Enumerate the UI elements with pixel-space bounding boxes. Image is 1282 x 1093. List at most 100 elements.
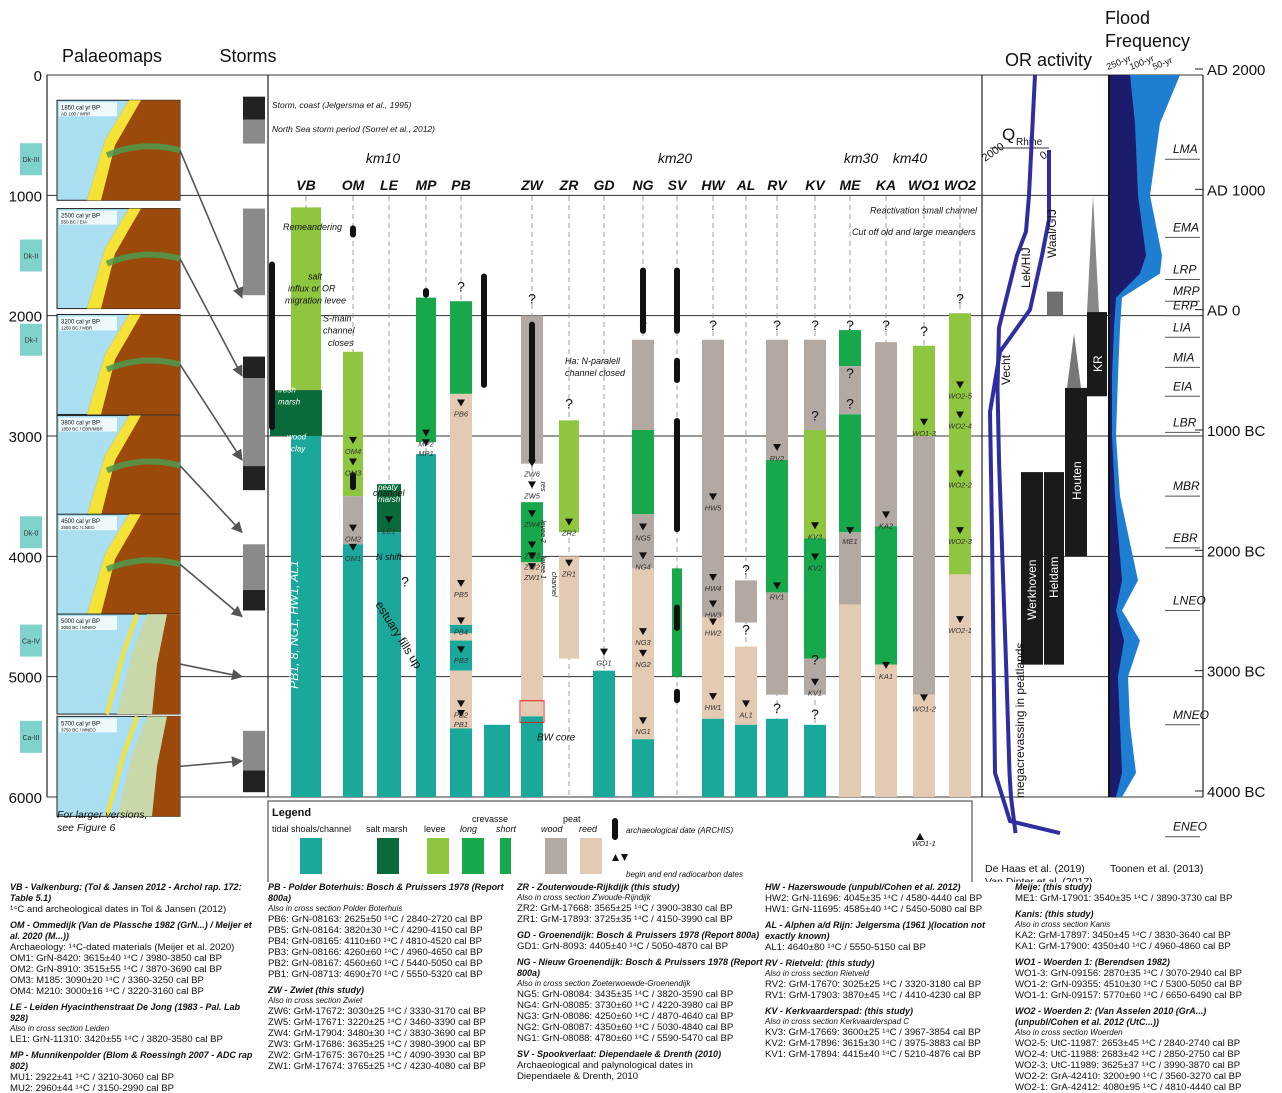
map-title: 2500 cal yr BP xyxy=(61,214,100,220)
werkhoven-bar xyxy=(1021,472,1043,665)
site-code: ZR xyxy=(559,177,580,193)
stage-label: Ca-III xyxy=(22,735,39,742)
annotation: wood xyxy=(287,433,307,442)
reference-title: ZW - Zwiet (this study) xyxy=(268,985,364,995)
flood-frequency-heading: Flood xyxy=(1105,8,1150,28)
strat-interval xyxy=(521,502,543,563)
annotation: res xyxy=(539,482,546,492)
sample-label: ZW6 xyxy=(523,470,541,479)
km-label: km20 xyxy=(658,150,692,166)
map-coastal-barrier xyxy=(105,613,139,715)
radiocarbon-date-marker xyxy=(457,617,465,625)
stage-box xyxy=(20,239,42,272)
site-code: KA xyxy=(876,177,896,193)
site-code: RV xyxy=(767,177,788,193)
reference-subtitle: Also in cross section Woerden xyxy=(1015,1028,1123,1037)
map-river-belt xyxy=(105,357,181,373)
reference-block: LE - Leiden Hyacinthenstraat De Jong (19… xyxy=(10,1002,260,1045)
archaeological-date-bar xyxy=(529,417,535,464)
sample-label: NG2 xyxy=(635,660,651,669)
site-code: ME xyxy=(840,177,862,193)
strat-interval xyxy=(702,616,724,719)
reference-line: KV3: GrM-17669: 3600±25 ¹⁴C / 3967-3854 … xyxy=(765,1027,981,1038)
radiocarbon-date-marker xyxy=(349,436,357,444)
question-mark: ? xyxy=(401,573,409,589)
reference-line: WO1-3: GrN-09156: 2870±35 ¹⁴C / 3070-294… xyxy=(1015,968,1242,979)
map-caption-box xyxy=(59,718,117,733)
reference-title: VB - Valkenburg: (Tol & Jansen 2012 - Ar… xyxy=(10,882,242,903)
question-mark: ? xyxy=(811,652,819,668)
right-tick-label: 4000 BC xyxy=(1207,784,1266,801)
sample-label: MP1 xyxy=(418,449,433,458)
question-mark: ? xyxy=(773,700,781,716)
sample-label: WO1-1 xyxy=(912,839,936,848)
sample-label: WO2-4 xyxy=(948,422,972,431)
strat-interval xyxy=(632,514,654,569)
period-label: ERP xyxy=(1173,299,1198,313)
map-coastal-barrier xyxy=(105,715,139,817)
archaeological-date-bar xyxy=(674,604,680,631)
sample-label: KV3 xyxy=(808,532,823,541)
reference-column: HW - Hazerswoude (unpubl/Cohen et al. 20… xyxy=(765,882,1015,1065)
question-mark: ? xyxy=(709,317,717,333)
site-code: WO2 xyxy=(944,177,976,193)
reference-line: Archaeology: ¹⁴C-dated materials (Meijer… xyxy=(10,942,235,953)
radiocarbon-date-marker xyxy=(639,717,647,725)
reference-line: NG1: GrN-08088: 4780±60 ¹⁴C / 5590-5470 … xyxy=(517,1033,734,1044)
archaeological-date-bar xyxy=(350,225,356,238)
reference-line: ZW3: GrM-17686: 3635±25 ¹⁴C / 3980-3900 … xyxy=(268,1039,486,1050)
annotation: PB1, 8, NG1, HW1, AL1 xyxy=(287,560,301,688)
strat-interval xyxy=(484,724,510,797)
reference-line: PB2: GrN-08167: 4560±60 ¹⁴C / 5440-5050 … xyxy=(268,958,483,969)
sample-label: PB5 xyxy=(454,590,469,599)
radiocarbon-date-marker xyxy=(639,552,647,560)
map-caption-box xyxy=(59,210,117,225)
legend-swatch xyxy=(377,838,399,874)
reference-block: VB - Valkenburg: (Tol & Jansen 2012 - Ar… xyxy=(10,882,260,915)
strat-interval xyxy=(804,339,826,430)
reference-line: WO2-4: UtC-11988: 2683±42 ¹⁴C / 2850-275… xyxy=(1015,1049,1241,1060)
reference-title: WO2 - Woerden 2: (Van Asselen 2010 (GrA.… xyxy=(1015,1006,1207,1027)
strat-interval xyxy=(450,393,472,625)
strat-interval xyxy=(521,562,543,717)
annotation: salt xyxy=(308,272,323,282)
map-coastal-barrier xyxy=(87,415,141,516)
references-section: VB - Valkenburg: (Tol & Jansen 2012 - Ar… xyxy=(0,882,1282,1093)
reference-line: MU2: 2960±44 ¹⁴C / 3150-2990 cal BP xyxy=(10,1083,175,1093)
left-tick-label: 5000 xyxy=(9,670,42,687)
bw-core-box xyxy=(519,700,545,723)
map-title: 4500 cal yr BP xyxy=(61,519,100,525)
map-title: 3200 cal yr BP xyxy=(61,319,100,325)
radiocarbon-date-marker xyxy=(846,527,854,535)
radiocarbon-date-marker xyxy=(528,541,536,549)
radiocarbon-date-marker xyxy=(811,522,819,530)
left-tick-label: 2000 xyxy=(9,309,42,326)
legend-swatch xyxy=(462,838,484,874)
reference-line: ZW2: GrM-17675: 3670±25 ¹⁴C / 4090-3930 … xyxy=(268,1050,486,1061)
sample-label: HW4 xyxy=(705,584,722,593)
reference-block: WO2 - Woerden 2: (Van Asselen 2010 (GrA.… xyxy=(1015,1006,1265,1093)
strat-interval xyxy=(766,339,788,461)
storm-note: Storm, coast (Jelgersma et al., 1995) xyxy=(272,100,412,110)
radiocarbon-date-marker xyxy=(528,552,536,560)
legend-swatch xyxy=(545,838,567,874)
sample-label: OM4 xyxy=(345,447,361,456)
reference-line: WO1-2: GrN-09355: 4510±30 ¹⁴C / 5300-505… xyxy=(1015,979,1242,990)
strat-interval xyxy=(913,694,935,797)
radiocarbon-date-marker xyxy=(920,694,928,702)
archaeological-date-bar xyxy=(640,267,646,334)
strat-interval xyxy=(702,718,724,797)
sample-label: NG5 xyxy=(635,533,651,542)
strat-interval xyxy=(450,624,472,634)
map-subtitle: 3050 BC / MNEO xyxy=(61,625,96,630)
site-code: KV xyxy=(805,177,826,193)
period-label: LMA xyxy=(1173,142,1198,156)
period-label: MNEO xyxy=(1173,708,1209,722)
archaeological-date-bar xyxy=(674,357,680,384)
reference-title: OM - Ommedijk (Van de Plassche 1982 (GrN… xyxy=(10,920,252,941)
q-rhine-sub: Rhine xyxy=(1016,137,1043,148)
archaeological-date-bar xyxy=(529,321,535,443)
map-caption-box xyxy=(59,516,117,531)
site-code: WO1 xyxy=(908,177,940,193)
